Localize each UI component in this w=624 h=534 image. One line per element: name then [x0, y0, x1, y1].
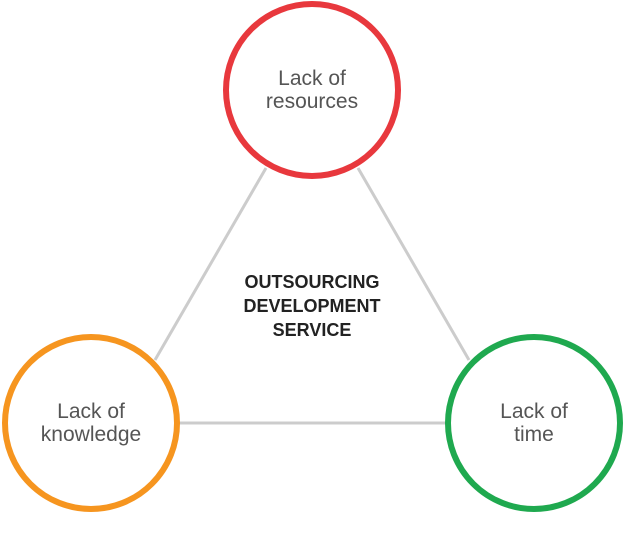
- center-title-line2: DEVELOPMENT: [243, 296, 381, 316]
- center-title-line1: OUTSOURCING: [244, 272, 380, 292]
- center-title-line3: SERVICE: [272, 320, 352, 340]
- connector-top-left: [153, 167, 268, 361]
- node-label-line2: resources: [265, 90, 359, 113]
- node-label-line1: Lack of: [278, 67, 346, 90]
- node-label-line2: knowledge: [40, 423, 142, 446]
- connector-top-right: [356, 167, 471, 361]
- node-label-line1: Lack of: [500, 400, 568, 423]
- node-label: Lack of resources: [242, 67, 382, 113]
- node-label-line2: time: [514, 423, 554, 446]
- node-label-line1: Lack of: [57, 400, 125, 423]
- node-label: Lack of knowledge: [21, 400, 161, 446]
- node-label: Lack of time: [464, 400, 604, 446]
- node-lack-of-knowledge: Lack of knowledge: [2, 334, 180, 512]
- node-lack-of-resources: Lack of resources: [223, 1, 401, 179]
- center-title: OUTSOURCING DEVELOPMENT SERVICE: [212, 270, 412, 342]
- node-lack-of-time: Lack of time: [445, 334, 623, 512]
